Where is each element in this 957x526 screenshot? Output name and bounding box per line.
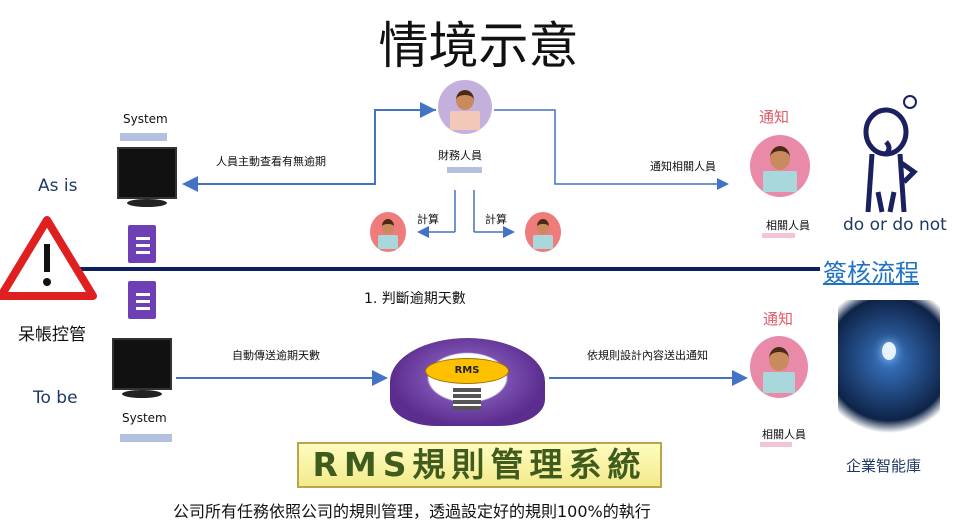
form-icon — [128, 281, 156, 319]
rms-banner: RMS規則管理系統 — [297, 442, 662, 488]
bad-debt-label: 呆帳控管 — [18, 325, 86, 345]
system-label-bottom: System — [122, 411, 167, 425]
check-overdue-text: 人員主動查看有無逾期 — [216, 155, 326, 168]
finance-label-bar — [447, 167, 482, 173]
arrow-notify-related — [494, 109, 729, 190]
system-label-top: System — [123, 112, 168, 126]
calc-left-label: 計算 — [417, 213, 439, 226]
rms-badge: RMS — [425, 358, 509, 384]
approval-flow-link[interactable]: 簽核流程 — [823, 259, 919, 287]
page-title: 情境示意 — [378, 17, 579, 75]
ai-knowledge-brain-icon — [838, 300, 940, 448]
notify-title-bottom: 通知 — [763, 310, 794, 328]
related-staff-avatar — [750, 135, 810, 197]
arrow-calc-left — [420, 190, 456, 232]
finance-staff-label: 財務人員 — [438, 149, 482, 162]
as-is-label: As is — [38, 176, 78, 196]
thinking-person-icon — [863, 95, 918, 213]
thinker-caption: do or do not — [843, 215, 947, 235]
auto-send-text: 自動傳送逾期天數 — [232, 349, 320, 362]
system-label-bar — [120, 434, 172, 442]
staff-avatar-left — [370, 212, 406, 252]
notify-related-text: 通知相關人員 — [650, 160, 716, 173]
monitor-icon — [117, 147, 177, 207]
arrow-calc-right — [473, 190, 512, 232]
knowledge-base-label: 企業智能庫 — [846, 457, 922, 475]
related-staff-label: 相關人員 — [766, 219, 810, 232]
to-be-label: To be — [33, 388, 78, 408]
form-icon — [128, 225, 156, 263]
warning-icon — [0, 216, 97, 300]
finance-staff-avatar — [438, 80, 492, 134]
footer-caption: 公司所有任務依照公司的規則管理，透過設定好的規則100%的執行 — [173, 502, 651, 521]
staff-avatar-right — [525, 212, 561, 252]
related-staff-avatar — [750, 336, 808, 398]
related-label-bar — [760, 442, 792, 447]
arrow-check-to-system — [182, 109, 436, 192]
monitor-icon — [112, 338, 172, 398]
related-staff-label-bottom: 相關人員 — [762, 428, 806, 441]
rule-notify-text: 依規則設計內容送出通知 — [587, 349, 708, 362]
rms-brain-icon: RMS — [390, 338, 545, 426]
step-judge-overdue: 1. 判斷逾期天數 — [364, 291, 466, 307]
related-label-bar — [762, 233, 795, 238]
system-label-bar — [120, 133, 167, 141]
notify-title-top: 通知 — [759, 108, 790, 126]
calc-right-label: 計算 — [485, 213, 507, 226]
